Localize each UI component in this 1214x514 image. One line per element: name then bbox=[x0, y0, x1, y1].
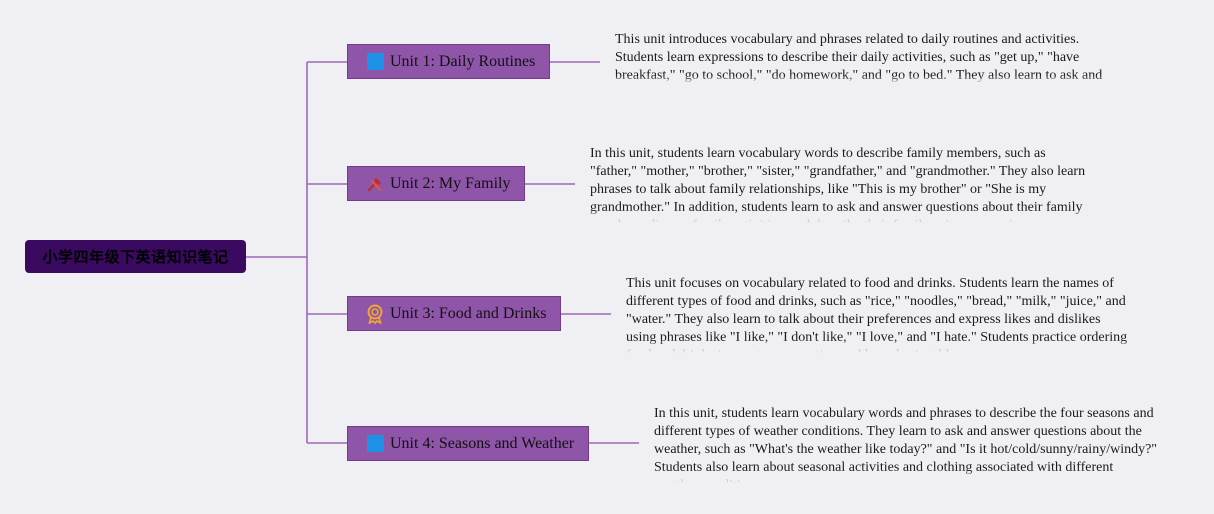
note-text: In this unit, students learn vocabulary … bbox=[654, 406, 1158, 483]
blue-square-icon bbox=[366, 53, 384, 71]
topic-unit-4[interactable]: Unit 4: Seasons and Weather bbox=[347, 426, 589, 461]
topic-note-unit-1: This unit introduces vocabulary and phra… bbox=[615, 31, 1115, 85]
topic-label: Unit 1: Daily Routines bbox=[390, 52, 536, 70]
topic-note-unit-2: In this unit, students learn vocabulary … bbox=[590, 145, 1090, 223]
note-text: In this unit, students learn vocabulary … bbox=[590, 146, 1086, 223]
tools-icon bbox=[366, 175, 384, 193]
blue-square-icon bbox=[366, 435, 384, 453]
medal-icon bbox=[366, 304, 384, 324]
topic-unit-2[interactable]: Unit 2: My Family bbox=[347, 166, 525, 201]
central-topic-label: 小学四年级下英语知识笔记 bbox=[42, 248, 229, 266]
central-topic[interactable]: 小学四年级下英语知识笔记 bbox=[25, 240, 246, 273]
topic-label: Unit 4: Seasons and Weather bbox=[390, 434, 575, 452]
note-text: This unit focuses on vocabulary related … bbox=[626, 276, 1128, 353]
topic-unit-1[interactable]: Unit 1: Daily Routines bbox=[347, 44, 550, 79]
topic-unit-3[interactable]: Unit 3: Food and Drinks bbox=[347, 296, 561, 331]
topic-note-unit-3: This unit focuses on vocabulary related … bbox=[626, 275, 1131, 353]
topic-note-unit-4: In this unit, students learn vocabulary … bbox=[654, 405, 1159, 483]
note-text: This unit introduces vocabulary and phra… bbox=[615, 32, 1103, 83]
topic-label: Unit 3: Food and Drinks bbox=[390, 304, 547, 322]
topic-label: Unit 2: My Family bbox=[390, 174, 511, 192]
